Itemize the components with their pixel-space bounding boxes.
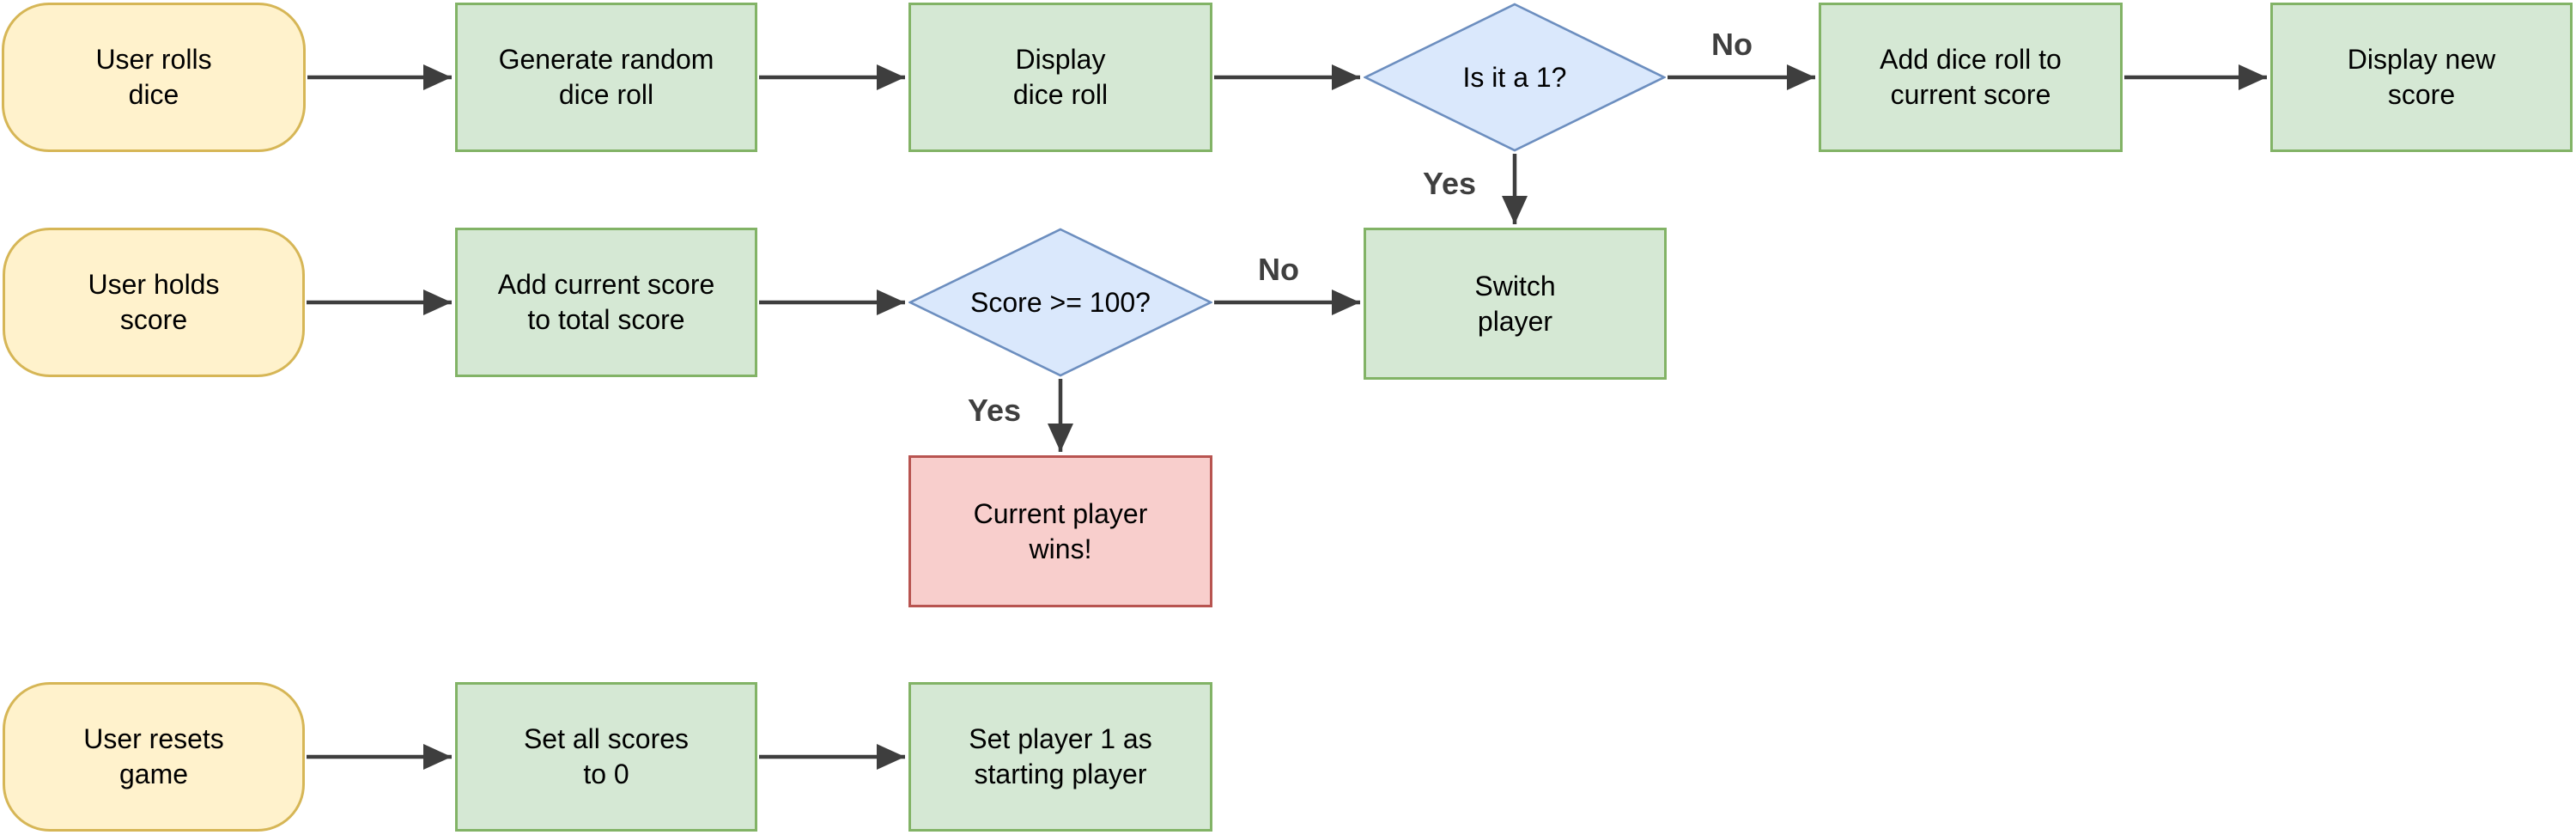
node-is-it-a-1: Is it a 1? xyxy=(1364,3,1666,152)
node-text-line: Add current score xyxy=(497,269,715,300)
edge-label-isone-no: No xyxy=(1711,27,1753,62)
node-text-line: dice roll xyxy=(558,79,654,110)
node-text-line: Current player xyxy=(973,497,1148,529)
node-text-line: Add dice roll to xyxy=(1880,44,2062,75)
node-text-line: Is it a 1? xyxy=(1462,61,1567,93)
edge-label-scorecheck-no: No xyxy=(1258,252,1299,287)
node-text-line: to total score xyxy=(527,304,685,335)
node-text-line: Display new xyxy=(2347,44,2496,75)
node-display-dice-roll: Display dice roll xyxy=(908,3,1212,152)
node-set-all-scores-to-0: Set all scores to 0 xyxy=(455,682,757,832)
node-user-holds-score: User holds score xyxy=(3,228,305,377)
node-text-line: Display xyxy=(1015,44,1106,75)
node-add-current-score-to-total: Add current score to total score xyxy=(455,228,757,377)
node-switch-player: Switch player xyxy=(1364,228,1667,380)
node-text-line: Set player 1 as xyxy=(969,723,1152,754)
node-text-line: score xyxy=(119,304,188,335)
node-text-line: Switch xyxy=(1474,270,1556,302)
node-score-check: Score >= 100? xyxy=(908,228,1212,377)
node-current-player-wins: Current player wins! xyxy=(908,455,1212,607)
node-text-line: dice xyxy=(128,79,179,110)
node-display-new-score: Display new score xyxy=(2270,3,2573,152)
node-user-rolls-dice: User rolls dice xyxy=(2,3,306,152)
node-text-line: wins! xyxy=(1029,533,1092,564)
node-text-line: current score xyxy=(1890,79,2051,110)
node-text-line: Score >= 100? xyxy=(970,286,1151,318)
node-user-resets-game: User resets game xyxy=(3,682,305,832)
node-text-line: User holds xyxy=(88,269,220,300)
edge-label-isone-yes: Yes xyxy=(1422,166,1477,201)
node-text-line: dice roll xyxy=(1012,79,1109,110)
node-text-line: game xyxy=(118,759,189,789)
decision-diamond-shape xyxy=(1364,3,1666,152)
node-add-dice-roll-to-current-score: Add dice roll to current score xyxy=(1819,3,2123,152)
node-text-line: score xyxy=(2387,79,2456,110)
node-text-line: User resets xyxy=(83,723,224,754)
node-text-line: Set all scores xyxy=(523,723,690,754)
node-text-line: Generate random xyxy=(498,44,714,75)
node-text-line: starting player xyxy=(974,759,1147,789)
node-generate-dice-roll: Generate random dice roll xyxy=(455,3,757,152)
decision-diamond-shape xyxy=(908,228,1212,377)
node-text-line: player xyxy=(1477,305,1553,337)
node-text-line: User rolls xyxy=(95,44,212,75)
edge-label-scorecheck-yes: Yes xyxy=(967,393,1022,428)
node-text-line: to 0 xyxy=(583,759,629,789)
node-set-player-1-starting: Set player 1 as starting player xyxy=(908,682,1212,832)
